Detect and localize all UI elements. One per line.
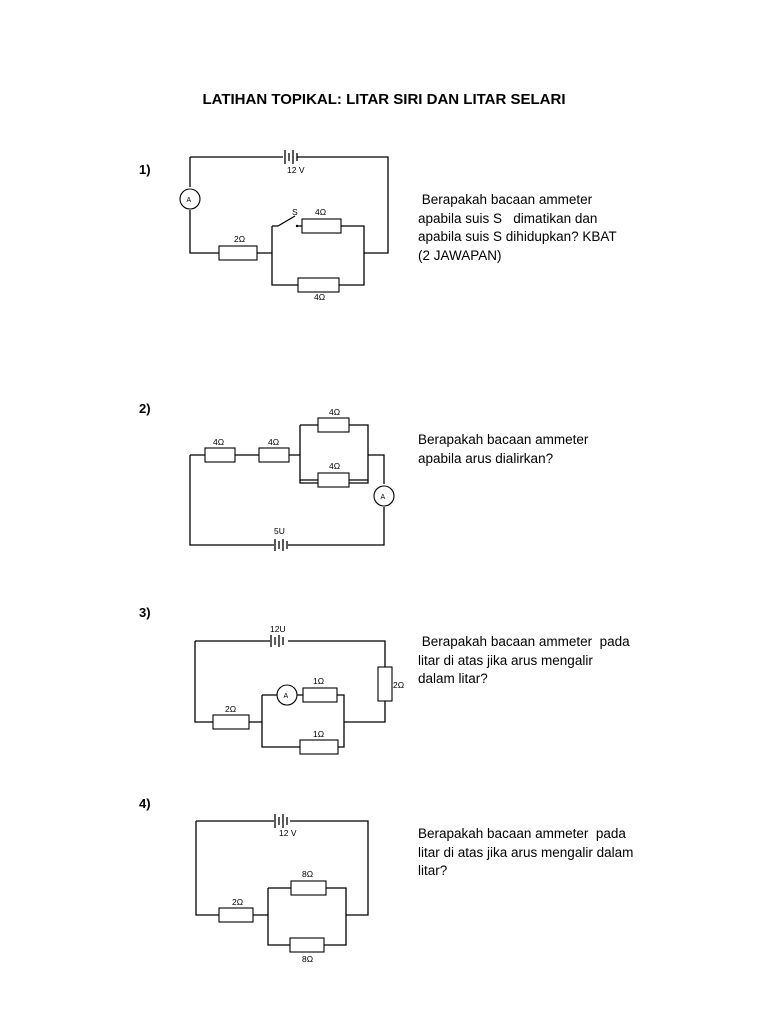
circuit-1: 12 V A 2Ω S 4Ω 4Ω: [179, 150, 389, 302]
question-2-text: Berapakah bacaan ammeter apabila arus di…: [418, 432, 589, 466]
resistor-3-bottom-label: 1Ω: [313, 729, 324, 739]
ammeter-3-label: A: [284, 693, 289, 700]
resistor-1-top-label: 4Ω: [315, 207, 326, 217]
resistor-3-series: [212, 714, 250, 730]
battery-4-label: 12 V: [279, 828, 297, 838]
resistor-2-1: [204, 447, 236, 463]
resistor-2-bottom-label: 4Ω: [329, 461, 340, 471]
resistor-2-2: [258, 447, 290, 463]
resistor-1-series: [218, 245, 258, 261]
resistor-3-right-label: 2Ω: [393, 680, 404, 690]
question-4-text: Berapakah bacaan ammeter pada litar di a…: [418, 826, 634, 878]
question-3-text: Berapakah bacaan ammeter pada litar di a…: [418, 634, 630, 686]
battery-3: [270, 635, 284, 647]
resistor-1-bottom-label: 4Ω: [314, 292, 325, 302]
page-title: LATIHAN TOPIKAL: LITAR SIRI DAN LITAR SE…: [202, 91, 566, 108]
resistor-2-bottom: [317, 472, 350, 488]
resistor-4-series: [218, 907, 254, 923]
circuit-3: 12U 2Ω 2Ω A 1Ω 1Ω: [194, 624, 404, 755]
question-2-number: 2): [139, 401, 151, 416]
resistor-4-top: [290, 880, 327, 896]
resistor-1-series-label: 2Ω: [234, 234, 245, 244]
resistor-2-2-label: 4Ω: [268, 437, 279, 447]
question-4-number: 4): [139, 796, 151, 811]
question-1-number: 1): [139, 162, 151, 177]
resistor-4-top-label: 8Ω: [302, 869, 313, 879]
battery-2-label: 5U: [274, 526, 285, 536]
question-1-text: Berapakah bacaan ammeter apabila suis S …: [418, 192, 617, 263]
ammeter-1: A: [179, 188, 201, 210]
battery-3-label: 12U: [270, 624, 286, 634]
battery-1-label: 12 V: [287, 165, 305, 175]
resistor-3-right: [377, 666, 393, 702]
battery-4: [274, 814, 288, 828]
switch-label: S: [292, 207, 298, 217]
circuit-2: 4Ω 4Ω 4Ω 4Ω A 5U: [189, 407, 395, 551]
battery-2: [274, 539, 288, 551]
resistor-2-1-label: 4Ω: [213, 437, 224, 447]
resistor-1-bottom: [297, 277, 340, 293]
resistor-3-bottom: [299, 739, 339, 755]
resistor-2-top: [317, 417, 350, 433]
resistor-3-series-label: 2Ω: [225, 704, 236, 714]
ammeter-1-label: A: [187, 197, 192, 204]
resistor-2-top-label: 4Ω: [329, 407, 340, 417]
resistor-1-top: [301, 218, 342, 234]
battery-1: [284, 150, 298, 164]
question-3-number: 3): [139, 605, 151, 620]
ammeter-2-label: A: [381, 494, 386, 501]
resistor-4-bottom-label: 8Ω: [302, 954, 313, 964]
switch-s: [277, 215, 296, 227]
ammeter-2: A: [373, 485, 395, 507]
ammeter-3: A: [276, 684, 298, 706]
resistor-3-top-label: 1Ω: [313, 676, 324, 686]
resistor-3-top: [302, 687, 338, 703]
resistor-4-bottom: [289, 937, 325, 953]
resistor-4-series-label: 2Ω: [232, 897, 243, 907]
circuit-4: 12 V 2Ω 8Ω 8Ω: [195, 814, 369, 964]
